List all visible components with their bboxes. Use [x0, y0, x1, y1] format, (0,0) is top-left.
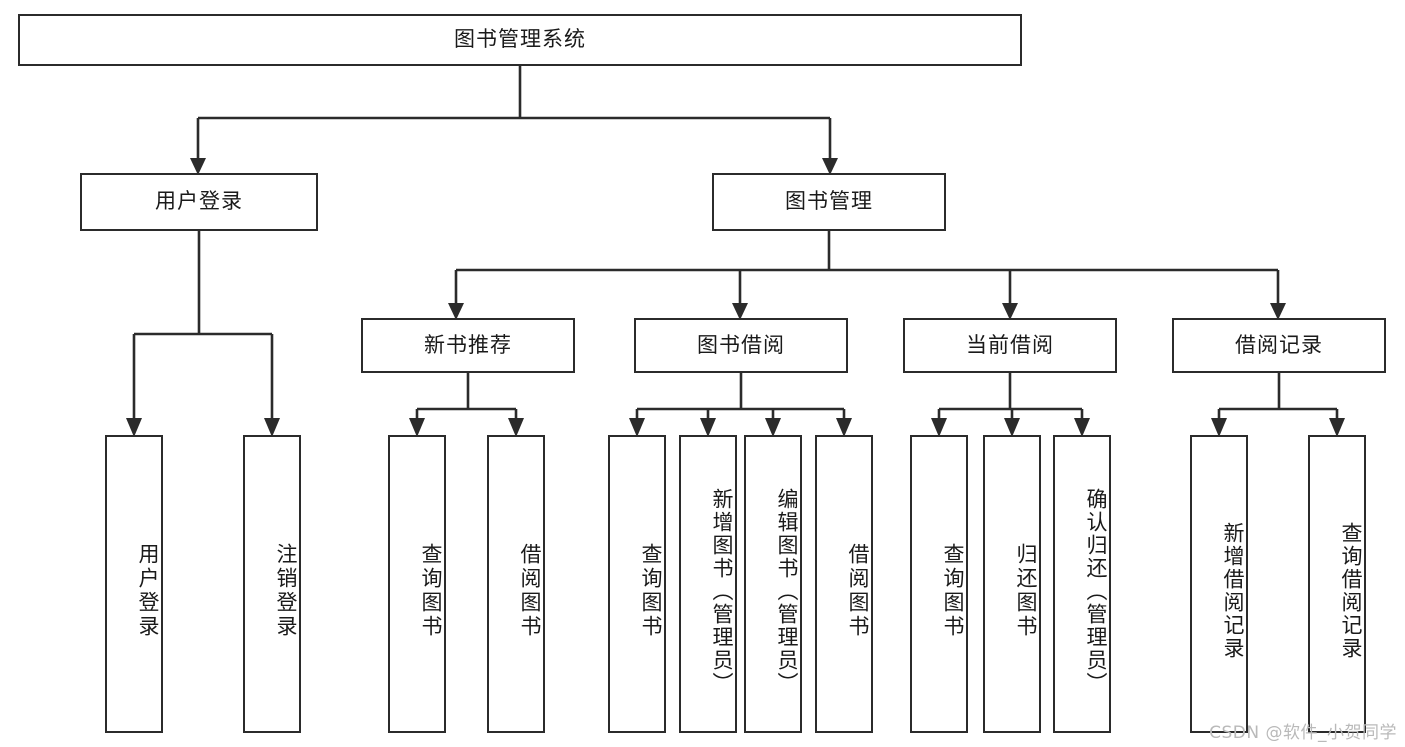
node-leaf-confirm-return-admin[interactable]: 确认归还（管理员）: [1053, 435, 1111, 733]
node-label: 当前借阅: [966, 332, 1054, 357]
node-new-book-recommend[interactable]: 新书推荐: [361, 318, 575, 373]
node-leaf-query-book-recommend[interactable]: 查询图书: [388, 435, 446, 733]
node-label: 编辑图书（管理员）: [775, 487, 799, 695]
node-leaf-add-book-admin[interactable]: 新增图书（管理员）: [679, 435, 737, 733]
node-label: 注销登录: [274, 543, 298, 639]
node-label: 用户登录: [136, 543, 160, 639]
node-leaf-edit-book-admin[interactable]: 编辑图书（管理员）: [744, 435, 802, 733]
node-book-manage[interactable]: 图书管理: [712, 173, 946, 231]
node-label: 新书推荐: [424, 332, 512, 357]
node-label: 图书借阅: [697, 332, 785, 357]
node-borrow-record[interactable]: 借阅记录: [1172, 318, 1386, 373]
node-label: 查询借阅记录: [1339, 522, 1363, 660]
csdn-watermark: CSDN @软件_小贺同学: [1209, 723, 1397, 743]
node-leaf-return-book[interactable]: 归还图书: [983, 435, 1041, 733]
node-user-login[interactable]: 用户登录: [80, 173, 318, 231]
node-label: 借阅记录: [1235, 332, 1323, 357]
node-label: 查询图书: [419, 543, 443, 639]
node-label: 借阅图书: [518, 543, 542, 639]
node-leaf-query-book-borrow[interactable]: 查询图书: [608, 435, 666, 733]
node-label: 查询图书: [941, 543, 965, 639]
node-current-borrow[interactable]: 当前借阅: [903, 318, 1117, 373]
node-leaf-query-borrow-record[interactable]: 查询借阅记录: [1308, 435, 1366, 733]
node-label: 归还图书: [1014, 543, 1038, 639]
node-leaf-borrow-book-recommend[interactable]: 借阅图书: [487, 435, 545, 733]
node-leaf-borrow-book[interactable]: 借阅图书: [815, 435, 873, 733]
node-leaf-add-borrow-record[interactable]: 新增借阅记录: [1190, 435, 1248, 733]
node-label: 确认归还（管理员）: [1084, 487, 1108, 695]
node-label: 借阅图书: [846, 543, 870, 639]
node-label: 用户登录: [155, 189, 243, 214]
node-leaf-user-login[interactable]: 用户登录: [105, 435, 163, 733]
node-label: 新增图书（管理员）: [710, 487, 734, 695]
node-leaf-query-book-current[interactable]: 查询图书: [910, 435, 968, 733]
node-label: 图书管理系统: [454, 27, 586, 52]
node-leaf-user-logout[interactable]: 注销登录: [243, 435, 301, 733]
node-label: 查询图书: [639, 543, 663, 639]
node-book-borrow[interactable]: 图书借阅: [634, 318, 848, 373]
node-label: 图书管理: [785, 189, 873, 214]
node-label: 新增借阅记录: [1221, 522, 1245, 660]
node-root-system[interactable]: 图书管理系统: [18, 14, 1022, 66]
